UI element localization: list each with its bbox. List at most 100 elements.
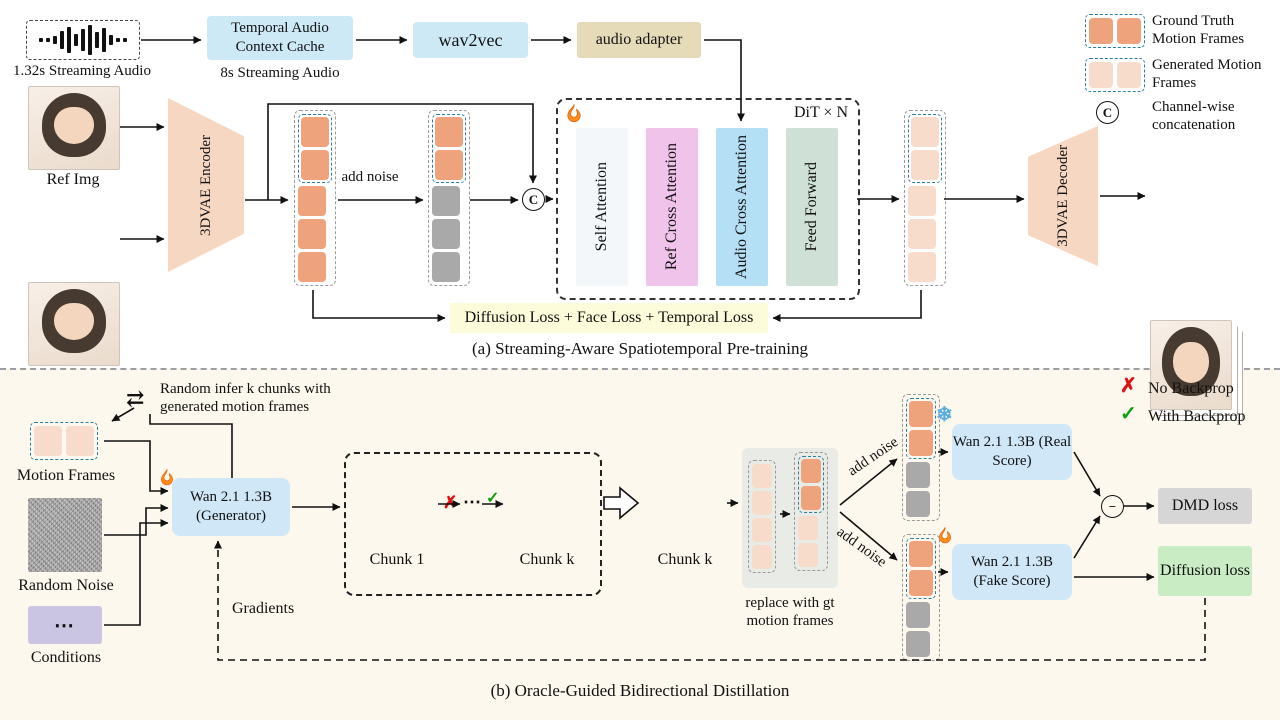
generated-frame bbox=[908, 186, 936, 216]
generated-frame bbox=[1117, 62, 1141, 88]
generated-frame bbox=[752, 518, 772, 542]
random-infer-label: Random infer k chunks with generated mot… bbox=[160, 381, 331, 415]
cache-subtitle: 8s Streaming Audio bbox=[220, 65, 340, 81]
generated-frame bbox=[798, 543, 818, 567]
gt-frame bbox=[909, 401, 933, 427]
dit-block-ref-cross-attention: Ref Cross Attention bbox=[646, 128, 698, 286]
generated-frame bbox=[1089, 62, 1113, 88]
chunk-1-label: Chunk 1 bbox=[369, 551, 425, 568]
input-frame-image bbox=[28, 282, 120, 366]
with-backprop-icon: ✓ bbox=[1120, 403, 1137, 425]
dit-block-label: Ref Cross Attention bbox=[663, 143, 681, 271]
noise-frame bbox=[906, 491, 930, 517]
audio-adapter-box: audio adapter bbox=[577, 22, 701, 58]
dit-block-feed-forward: Feed Forward bbox=[786, 128, 838, 286]
gt-frame bbox=[909, 541, 933, 567]
dit-title: DiT × N bbox=[793, 104, 848, 121]
gt-frame bbox=[435, 150, 463, 180]
fake-score-input-frames bbox=[902, 534, 940, 661]
generator-box: Wan 2.1 1.3B (Generator) bbox=[172, 478, 290, 536]
dit-block-self-attention: Self Attention bbox=[576, 128, 628, 286]
gt-frame bbox=[909, 570, 933, 596]
noise-frame bbox=[906, 462, 930, 488]
no-backprop-icon: ✗ bbox=[443, 493, 458, 512]
panel-b-background bbox=[0, 368, 1280, 720]
latent-frames-noised bbox=[428, 110, 470, 286]
gt-frame bbox=[1089, 18, 1113, 44]
dit-block-label: Feed Forward bbox=[803, 162, 821, 252]
random-noise-image bbox=[28, 498, 102, 572]
noise-frame bbox=[432, 186, 460, 216]
legend-concat-icon: C bbox=[1096, 101, 1119, 124]
gt-frame bbox=[301, 117, 329, 147]
gradients-label: Gradients bbox=[232, 600, 295, 617]
noise-frame bbox=[432, 219, 460, 249]
legend-gt-label: Ground Truth Motion Frames bbox=[1152, 13, 1245, 47]
generated-frame bbox=[34, 426, 62, 456]
chunk-ellipsis: ⋯ bbox=[463, 492, 481, 512]
replace-frames-after bbox=[794, 452, 828, 571]
no-backprop-label: No Backprop bbox=[1148, 380, 1234, 397]
vae-decoder: 3DVAE Decoder bbox=[1028, 126, 1098, 266]
vae-encoder: 3DVAE Encoder bbox=[168, 98, 244, 272]
legend-concat-label: Channel-wise concatenation bbox=[1152, 99, 1236, 133]
dit-block-label: Self Attention bbox=[593, 162, 611, 252]
vae-encoder-label: 3DVAE Encoder bbox=[198, 134, 214, 236]
fake-score-box: Wan 2.1 1.3B (Fake Score) bbox=[952, 544, 1072, 600]
snowflake-icon: ❄ bbox=[936, 404, 953, 426]
dmd-loss-box: DMD loss bbox=[1158, 488, 1252, 524]
generated-frame bbox=[911, 150, 939, 180]
gt-frame bbox=[1117, 18, 1141, 44]
caption-panel-a: (a) Streaming-Aware Spatiotemporal Pre-t… bbox=[472, 339, 808, 358]
legend-gen-swatch bbox=[1085, 58, 1145, 92]
vae-decoder-label: 3DVAE Decoder bbox=[1055, 145, 1071, 247]
chunk-k-label: Chunk k bbox=[519, 551, 575, 568]
fire-icon bbox=[161, 468, 173, 486]
caption-panel-b: (b) Oracle-Guided Bidirectional Distilla… bbox=[490, 681, 790, 700]
chunk-k-output-label: Chunk k bbox=[657, 551, 713, 568]
replace-frames-before bbox=[748, 460, 776, 573]
gt-frame bbox=[301, 150, 329, 180]
gt-frame bbox=[298, 186, 326, 216]
generated-frame bbox=[752, 545, 772, 569]
gt-frame bbox=[909, 430, 933, 456]
generated-frame bbox=[752, 464, 772, 488]
diffusion-loss-box: Diffusion loss bbox=[1158, 546, 1252, 596]
audio-waveform-icon bbox=[26, 20, 140, 60]
generated-frame bbox=[911, 117, 939, 147]
generated-frame bbox=[798, 516, 818, 540]
chunks-box bbox=[344, 452, 602, 596]
fire-icon bbox=[939, 526, 951, 544]
motion-frames-swatch bbox=[30, 422, 98, 460]
gt-frame bbox=[435, 117, 463, 147]
generated-frame bbox=[752, 491, 772, 515]
gt-frame bbox=[298, 252, 326, 282]
gt-frame bbox=[298, 219, 326, 249]
noise-frame bbox=[906, 631, 930, 657]
random-noise-label: Random Noise bbox=[18, 577, 114, 594]
motion-frames-label: Motion Frames bbox=[16, 467, 116, 484]
generated-frame bbox=[908, 252, 936, 282]
legend-gt-swatch bbox=[1085, 14, 1145, 48]
generated-video-image bbox=[1150, 320, 1232, 410]
add-noise-label: add noise bbox=[341, 169, 399, 185]
wav2vec-box: wav2vec bbox=[413, 22, 528, 58]
dit-block-label: Audio Cross Attention bbox=[733, 134, 751, 279]
generated-frame bbox=[66, 426, 94, 456]
fire-icon bbox=[567, 103, 581, 123]
replace-label: replace with gt motion frames bbox=[745, 595, 835, 629]
legend-gen-label: Generated Motion Frames bbox=[1152, 57, 1262, 91]
no-backprop-icon: ✗ bbox=[1120, 375, 1137, 397]
loop-icon: ⇄ bbox=[126, 386, 145, 411]
gt-frame bbox=[801, 459, 821, 483]
latent-frames-output bbox=[904, 110, 946, 286]
noise-frame bbox=[906, 602, 930, 628]
conditions-box: ⋯ bbox=[28, 606, 102, 644]
with-backprop-icon: ✓ bbox=[486, 490, 500, 507]
real-score-input-frames bbox=[902, 394, 940, 521]
latent-frames-input bbox=[294, 110, 336, 286]
noise-frame bbox=[432, 252, 460, 282]
real-score-box: Wan 2.1 1.3B (Real Score) bbox=[952, 424, 1072, 480]
minus-icon: − bbox=[1101, 495, 1124, 518]
